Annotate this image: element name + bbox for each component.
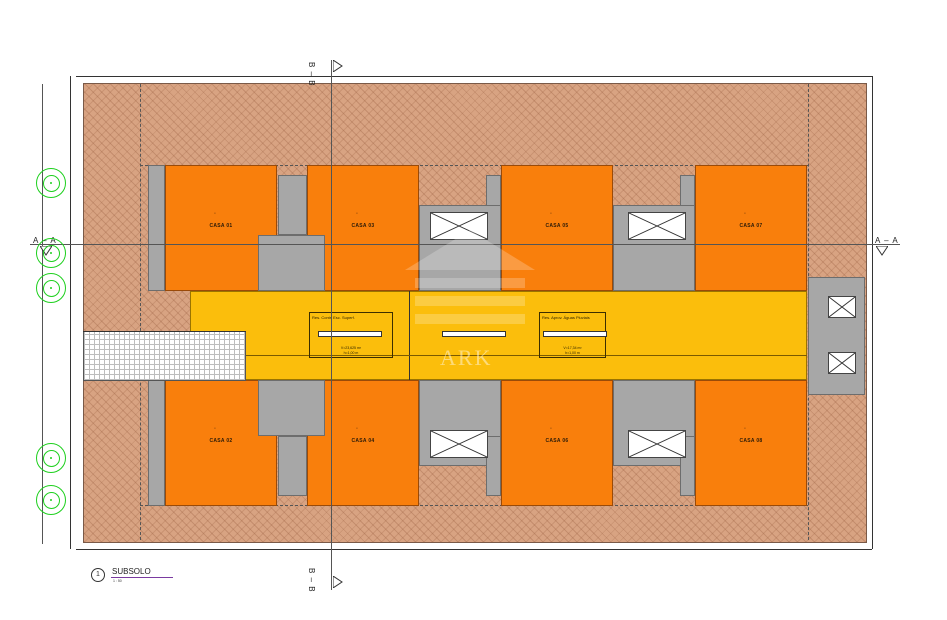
casa-label: CASA 04 [351, 438, 375, 445]
section-arrow-aa-right [876, 246, 888, 256]
tank-stormwater-control: Res. Contr. Esc. Superf. V=23,625 m³ h=1… [309, 312, 393, 358]
casa-level-tag: ▪ [214, 210, 216, 215]
watermark-text: ARK [440, 345, 493, 370]
tree-symbol [36, 238, 66, 268]
drawing-number-circle: 1 [91, 568, 105, 582]
setback-line-left [140, 84, 141, 540]
drawing-scale: 1 : 50 [113, 579, 122, 583]
casa-label: CASA 05 [545, 223, 569, 230]
casa-label: CASA 08 [739, 438, 763, 445]
casa-label: CASA 02 [209, 438, 233, 445]
watermark-logo [405, 230, 535, 324]
dimension-line-top [76, 76, 872, 77]
tree-symbol [36, 168, 66, 198]
light-well [430, 430, 488, 458]
service-strip [486, 436, 501, 496]
service-strip [278, 436, 307, 496]
dimension-line-right [872, 76, 873, 549]
casa-level-tag: ▪ [356, 210, 358, 215]
casa-level-tag: ▪ [550, 425, 552, 430]
section-label-bb-bottom: B – B [307, 568, 316, 593]
setback-line-top [140, 165, 808, 166]
skylight [543, 331, 607, 337]
tank-volume-block: V=17,34 m³ h=1,00 m [540, 346, 605, 355]
light-well [828, 352, 856, 374]
casa-label: CASA 03 [351, 223, 375, 230]
service-room [258, 380, 325, 436]
light-well [628, 212, 686, 240]
tree-symbol [36, 273, 66, 303]
drawing-title: SUBSOLO [112, 567, 151, 576]
casa-label: CASA 01 [209, 223, 233, 230]
casa-level-tag: ▪ [550, 210, 552, 215]
casa-07: ▪ CASA 07 [695, 165, 807, 291]
tank-height: h=1,00 m [565, 350, 580, 355]
technical-room [808, 277, 865, 395]
casa-level-tag: ▪ [744, 425, 746, 430]
dimension-line-left [70, 76, 71, 549]
light-well [628, 430, 686, 458]
casa-04: ▪ CASA 04 [307, 380, 419, 506]
corridor-axis [190, 355, 807, 356]
tank-volume-block: V=23,625 m³ h=1,00 m [310, 346, 392, 355]
casa-06: ▪ CASA 06 [501, 380, 613, 506]
casa-05: ▪ CASA 05 [501, 165, 613, 291]
tank-volume: V=23,625 m³ [340, 346, 362, 350]
casa-level-tag: ▪ [744, 210, 746, 215]
section-line-aa [30, 244, 900, 245]
section-label-aa-right: A – A [875, 236, 899, 245]
casa-03: ▪ CASA 03 [307, 165, 419, 291]
tank-title: Res. Aprov. Águas Pluviais [542, 315, 590, 320]
property-line-left [42, 84, 43, 544]
drawing-number: 1 [96, 571, 100, 578]
section-arrow-bb-top [333, 60, 343, 72]
service-strip [148, 380, 165, 506]
tree-symbol [36, 443, 66, 473]
dimension-line-bottom [76, 549, 872, 550]
skylight [318, 331, 382, 337]
section-label-bb-top: B – B [307, 62, 316, 87]
tank-title: Res. Contr. Esc. Superf. [312, 315, 355, 320]
access-ramp [83, 331, 246, 381]
tree-symbol [36, 485, 66, 515]
tank-volume: V=17,34 m³ [563, 346, 582, 350]
service-strip [278, 175, 307, 235]
drawing-title-underline [111, 577, 173, 578]
casa-level-tag: ▪ [214, 425, 216, 430]
casa-08: ▪ CASA 08 [695, 380, 807, 506]
service-strip [148, 165, 165, 291]
casa-label: CASA 06 [545, 438, 569, 445]
light-well [828, 296, 856, 318]
section-line-bb [331, 60, 332, 590]
section-arrow-bb-bottom [333, 576, 343, 588]
tank-height: h=1,00 m [343, 350, 359, 355]
ramp-edge [83, 331, 246, 332]
skylight [442, 331, 506, 337]
corridor-divider [409, 291, 410, 380]
light-well [430, 212, 488, 240]
casa-label: CASA 07 [739, 223, 763, 230]
casa-level-tag: ▪ [356, 425, 358, 430]
setback-line-bottom [140, 505, 808, 506]
